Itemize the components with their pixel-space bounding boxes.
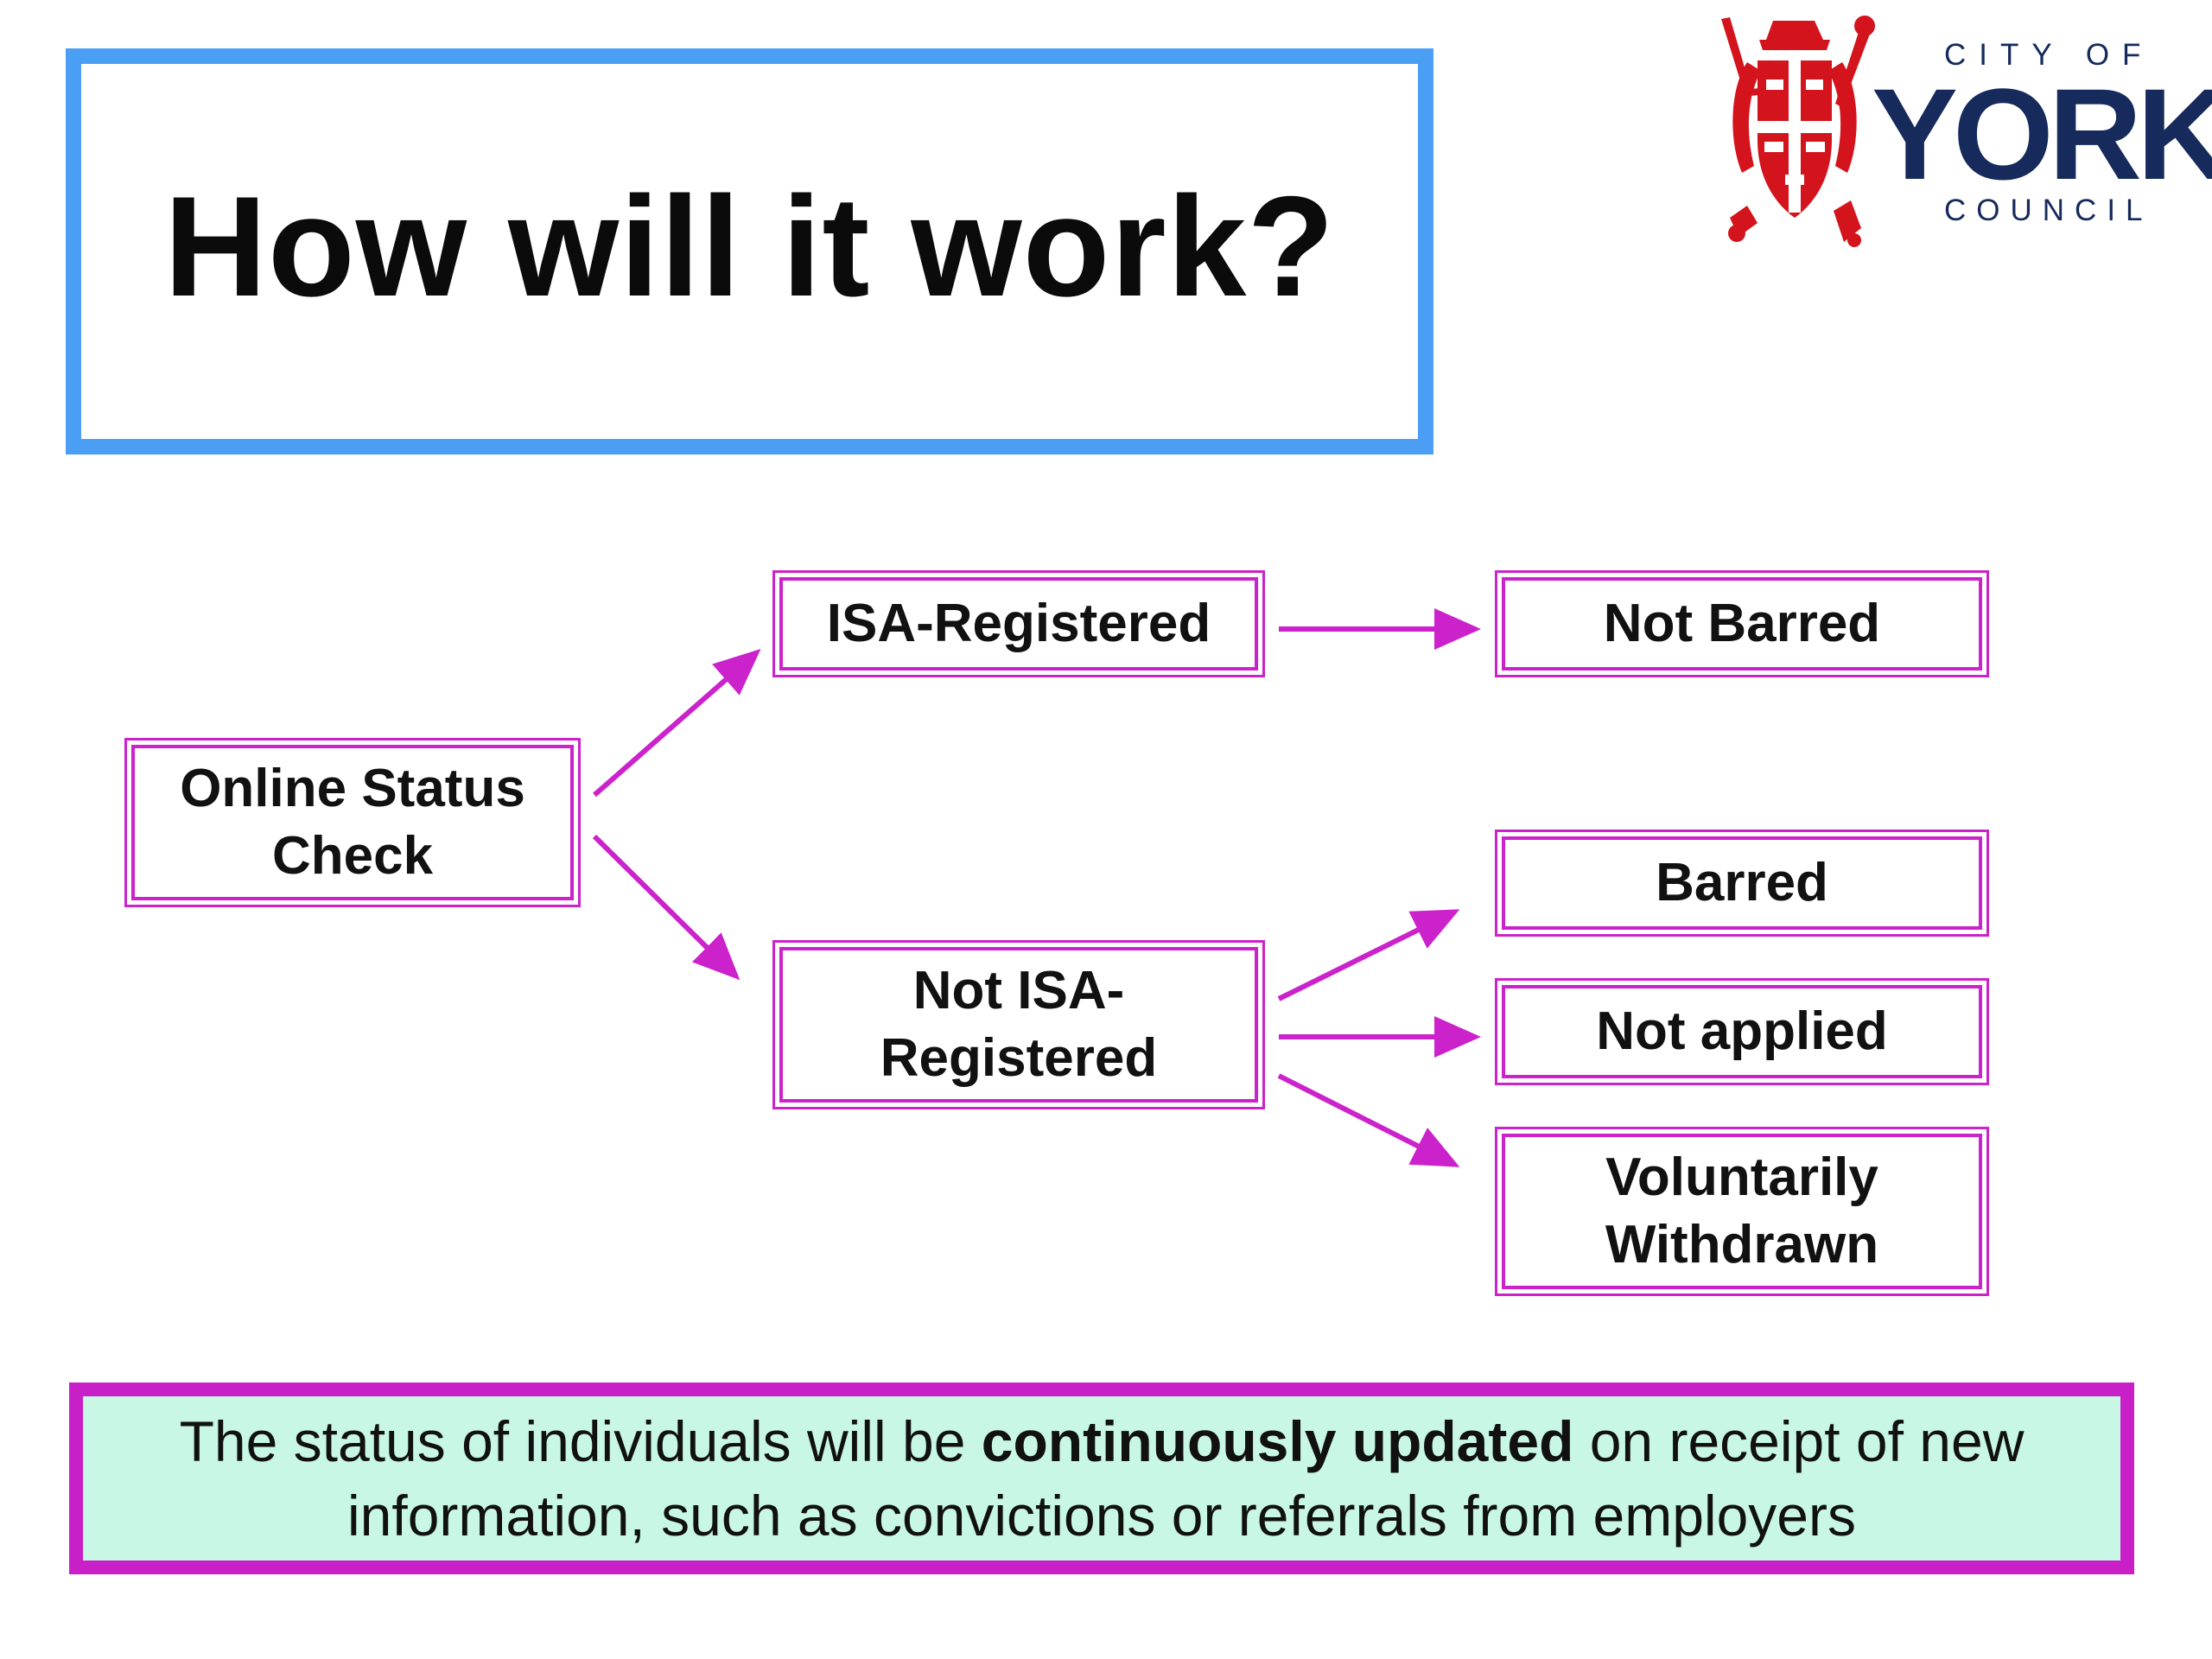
node-label: Not applied [1596,1001,1888,1061]
node-label: Not ISA-Registered [880,961,1158,1088]
node-label: ISA-Registered [826,594,1211,653]
logo-city-of: CITY OF [1944,38,2154,72]
node-online-status-check: Online Status Check [124,738,581,907]
node-not-applied: Not applied [1495,978,1989,1085]
node-isa-registered: ISA-Registered [772,570,1265,677]
node-barred: Barred [1495,830,1989,937]
footer-text: The status of individuals will be contin… [108,1404,2095,1553]
logo-york: YORK [1872,61,2212,207]
node-not-isa-registered: Not ISA-Registered [772,940,1265,1109]
title-box: How will it work? [66,48,1433,454]
node-voluntarily-withdrawn: Voluntarily Withdrawn [1495,1127,1989,1296]
node-label: Voluntarily Withdrawn [1605,1147,1879,1274]
arrow-status-to-not-isa-registered [592,834,741,981]
footer-text-after: on receipt of new information, such as c… [347,1409,2024,1548]
city-of-york-council-logo: CITY OF YORK COUNCIL [1713,10,2212,261]
footer-text-before: The status of individuals will be [179,1409,982,1473]
arrow-status-to-isa-registered [593,649,761,798]
logo-council: COUNCIL [1944,194,2153,227]
node-label: Barred [1656,853,1828,912]
york-crest-icon [1721,16,1875,247]
footer-note: The status of individuals will be contin… [69,1382,2134,1574]
arrow-not-isa-to-barred [1277,909,1460,1001]
node-label: Online Status Check [180,759,525,886]
arrow-not-isa-to-voluntarily-withdrawn [1277,1073,1460,1167]
node-not-barred: Not Barred [1495,570,1989,677]
page-title: How will it work? [163,166,1336,326]
node-label: Not Barred [1603,594,1881,653]
footer-text-bold: continuously updated [981,1409,1574,1473]
